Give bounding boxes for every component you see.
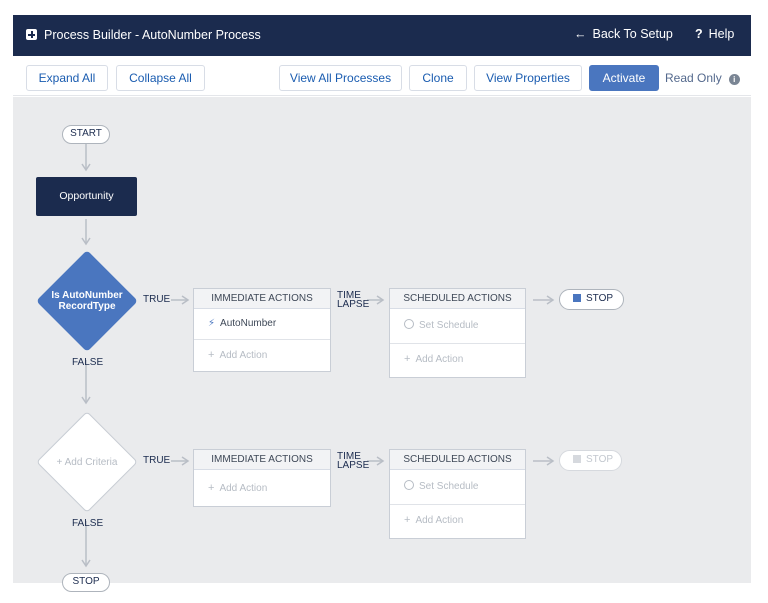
clone-button[interactable]: Clone xyxy=(409,65,467,91)
action-item-autonumber[interactable]: ⚡ AutoNumber xyxy=(194,309,330,339)
add-scheduled-action-label-1: Add Action xyxy=(415,354,464,365)
view-properties-button[interactable]: View Properties xyxy=(474,65,582,91)
page-title: Process Builder - AutoNumber Process xyxy=(44,28,261,42)
flow-action-icon: ⚡ xyxy=(208,318,216,329)
add-criteria-text: Add Criteria xyxy=(64,456,118,468)
plus-icon: + xyxy=(56,456,65,468)
plus-icon: + xyxy=(208,349,215,361)
stop-square-icon xyxy=(573,454,581,463)
add-action-label-2: Add Action xyxy=(219,483,268,494)
stop-node-2: STOP xyxy=(559,450,622,471)
time-label-2: TIME xyxy=(337,451,361,462)
set-schedule-button-1[interactable]: Set Schedule xyxy=(390,309,525,343)
lapse-label-2: LAPSE xyxy=(337,460,370,471)
view-all-processes-button[interactable]: View All Processes xyxy=(279,65,402,91)
stop-node-end: STOP xyxy=(62,573,110,592)
process-builder-logo-icon xyxy=(26,29,37,40)
add-scheduled-action-button-2[interactable]: + Add Action xyxy=(390,504,525,534)
lapse-label-1: LAPSE xyxy=(337,299,370,310)
clock-icon xyxy=(404,319,414,329)
back-to-setup-link[interactable]: ← Back To Setup xyxy=(574,27,673,41)
info-icon[interactable]: i xyxy=(728,74,740,85)
immediate-actions-panel-1: IMMEDIATE ACTIONS ⚡ AutoNumber + Add Actio… xyxy=(193,288,331,372)
toolbar: Expand All Collapse All View All Process… xyxy=(13,56,751,96)
action-name: AutoNumber xyxy=(220,318,277,329)
true-label-1: TRUE xyxy=(143,294,171,305)
false-label-2: FALSE xyxy=(72,518,104,529)
set-schedule-label-2: Set Schedule xyxy=(419,481,479,492)
criteria-line-1: Is AutoNumber xyxy=(51,290,123,301)
question-icon: ? xyxy=(695,27,703,41)
stop-label-2: STOP xyxy=(586,454,614,465)
back-to-setup-label: Back To Setup xyxy=(592,27,673,41)
read-only-label: Read Only xyxy=(665,71,722,85)
stop-label-1: STOP xyxy=(586,293,614,304)
set-schedule-label-1: Set Schedule xyxy=(419,320,479,331)
object-node[interactable]: Opportunity xyxy=(36,177,137,216)
add-action-button-2[interactable]: + Add Action xyxy=(194,470,330,506)
add-scheduled-action-label-2: Add Action xyxy=(415,515,464,526)
add-action-button-1[interactable]: + Add Action xyxy=(194,339,330,369)
scheduled-actions-header-2: SCHEDULED ACTIONS xyxy=(390,450,525,470)
false-label-1: FALSE xyxy=(72,357,104,368)
add-criteria-label: + Add Criteria xyxy=(35,410,139,514)
immediate-actions-panel-2: IMMEDIATE ACTIONS + Add Action xyxy=(193,449,331,507)
help-label: Help xyxy=(708,27,735,41)
expand-all-button[interactable]: Expand All xyxy=(26,65,108,91)
arrow-left-icon: ← xyxy=(574,27,587,41)
flow-connectors xyxy=(81,144,555,568)
plus-icon: + xyxy=(208,482,215,494)
help-link[interactable]: ? Help xyxy=(695,27,734,41)
app-header: Process Builder - AutoNumber Process ← Ba… xyxy=(13,15,751,56)
immediate-actions-header-1: IMMEDIATE ACTIONS xyxy=(194,289,330,309)
scheduled-actions-panel-1: SCHEDULED ACTIONS Set Schedule + Add Acti… xyxy=(389,288,526,378)
criteria-node-2[interactable]: + Add Criteria xyxy=(35,410,139,514)
stop-square-icon xyxy=(573,293,581,302)
activate-button[interactable]: Activate xyxy=(589,65,659,91)
process-builder-app: Process Builder - AutoNumber Process ← Ba… xyxy=(13,15,751,592)
plus-icon: + xyxy=(404,514,411,526)
read-only-status: Read Only i xyxy=(665,71,740,85)
criteria-line-2: RecordType xyxy=(58,301,116,312)
add-action-label-1: Add Action xyxy=(219,350,268,361)
scheduled-actions-panel-2: SCHEDULED ACTIONS Set Schedule + Add Acti… xyxy=(389,449,526,539)
time-label-1: TIME xyxy=(337,290,361,301)
collapse-all-button[interactable]: Collapse All xyxy=(116,65,205,91)
stop-node-1: STOP xyxy=(559,289,624,310)
start-node: START xyxy=(62,125,110,144)
scheduled-actions-header-1: SCHEDULED ACTIONS xyxy=(390,289,525,309)
true-label-2: TRUE xyxy=(143,455,171,466)
add-scheduled-action-button-1[interactable]: + Add Action xyxy=(390,343,525,373)
immediate-actions-header-2: IMMEDIATE ACTIONS xyxy=(194,450,330,470)
set-schedule-button-2[interactable]: Set Schedule xyxy=(390,470,525,504)
clock-icon xyxy=(404,480,414,490)
plus-icon: + xyxy=(404,353,411,365)
